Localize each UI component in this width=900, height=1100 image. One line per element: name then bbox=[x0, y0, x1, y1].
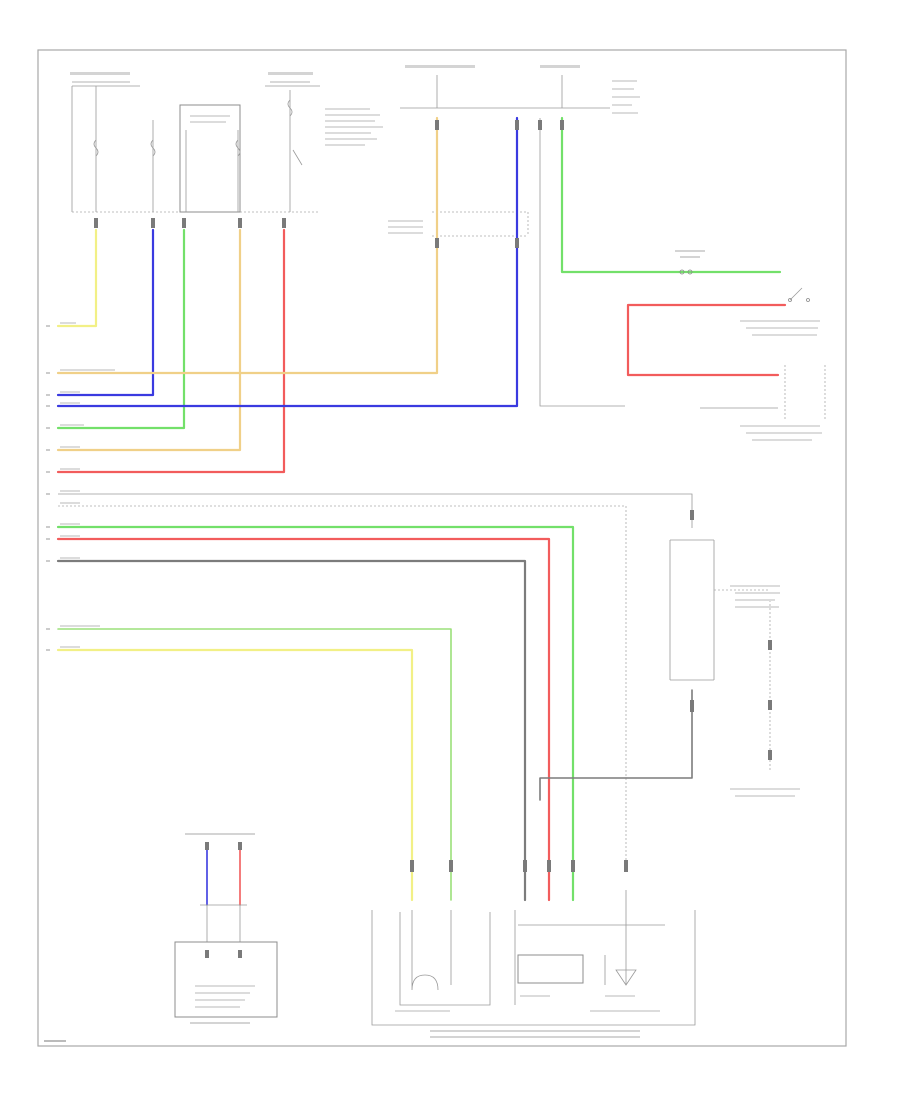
connectors bbox=[94, 120, 772, 958]
wires bbox=[56, 116, 787, 942]
wire-gray-thin bbox=[539, 118, 625, 407]
wire-blue-2 bbox=[56, 116, 519, 408]
eps-assembly-outline bbox=[371, 910, 696, 1026]
switch-group bbox=[675, 250, 826, 797]
wire-label-marks bbox=[46, 322, 115, 651]
combination-meter-box bbox=[174, 941, 278, 1018]
wire-tan-2 bbox=[56, 116, 439, 375]
wire-green-3 bbox=[56, 525, 575, 902]
wire-tan-1 bbox=[56, 228, 242, 452]
relay-box bbox=[179, 104, 241, 213]
wire-lime bbox=[57, 628, 452, 901]
wire-red-2 bbox=[626, 303, 787, 377]
fuse-block-2 bbox=[388, 65, 640, 237]
wire-yellow-1 bbox=[56, 228, 98, 328]
wire-gray-sensor bbox=[539, 689, 693, 801]
wire-red-3 bbox=[56, 537, 551, 902]
wire-red-1 bbox=[56, 228, 286, 474]
bottom-components bbox=[44, 833, 696, 1042]
wire-gray-dash bbox=[58, 505, 627, 870]
wire-yellow-2 bbox=[56, 648, 414, 902]
wire-green-1 bbox=[56, 228, 186, 430]
torque-sensor-motor bbox=[411, 910, 439, 991]
wire-gray-top bbox=[58, 493, 693, 528]
wire-gray-3 bbox=[56, 559, 527, 902]
wire-blue-1 bbox=[56, 228, 155, 397]
fuse-block bbox=[70, 72, 383, 213]
diagram-frame bbox=[37, 49, 847, 1047]
eps-motor-box bbox=[517, 954, 584, 984]
wire-green-2 bbox=[560, 116, 782, 274]
